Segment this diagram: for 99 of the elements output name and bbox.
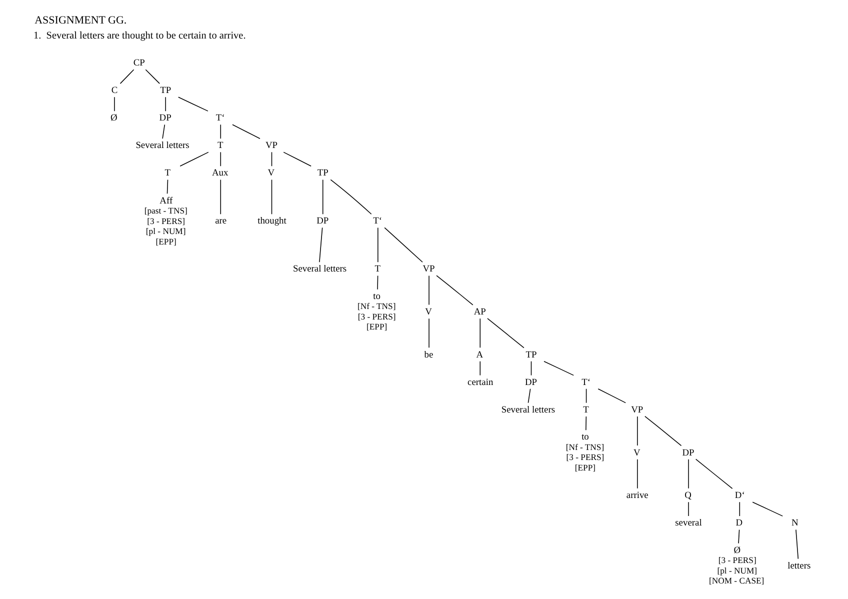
node-text: Ø bbox=[733, 546, 740, 556]
connector bbox=[644, 416, 682, 446]
node-text: Aff bbox=[159, 196, 172, 206]
connector bbox=[384, 227, 422, 263]
connector bbox=[232, 124, 260, 139]
node-text: A bbox=[476, 350, 483, 360]
node-label: [EPP] bbox=[574, 462, 596, 472]
node-text: VP bbox=[630, 405, 643, 416]
node-label: [3 - PERS] bbox=[357, 311, 396, 322]
node-text: D bbox=[735, 518, 742, 529]
node-text: certain bbox=[467, 378, 493, 388]
connector bbox=[318, 227, 322, 263]
node-text: arrive bbox=[626, 491, 648, 502]
node-text: Q bbox=[684, 491, 691, 502]
node-text: thought bbox=[257, 216, 286, 227]
node-label: [NOM - CASE] bbox=[708, 576, 764, 586]
node-text: C bbox=[110, 86, 118, 96]
connector bbox=[543, 360, 574, 376]
node-text: DP bbox=[158, 114, 171, 124]
node-text: TP bbox=[525, 350, 536, 360]
node-text: to bbox=[372, 292, 380, 302]
connector bbox=[220, 152, 221, 167]
node-text: DP bbox=[682, 448, 694, 458]
node-text: V bbox=[267, 168, 274, 179]
node-text: letters bbox=[787, 562, 810, 572]
connector bbox=[164, 96, 166, 112]
node-text: T bbox=[216, 141, 223, 152]
connector bbox=[479, 360, 480, 376]
node-text: several bbox=[674, 518, 702, 529]
connector bbox=[177, 96, 208, 112]
connector bbox=[795, 529, 798, 560]
connector bbox=[270, 152, 272, 167]
connector bbox=[144, 69, 160, 84]
connector bbox=[597, 388, 626, 404]
node-text: V bbox=[632, 448, 640, 458]
node-text: to bbox=[581, 432, 588, 443]
connector bbox=[330, 179, 372, 215]
connector bbox=[694, 458, 732, 489]
node-text: T‘ bbox=[372, 216, 382, 227]
node-text: DP bbox=[524, 378, 537, 388]
connector bbox=[376, 275, 378, 290]
node-text: Several letters bbox=[292, 264, 346, 275]
connector bbox=[377, 227, 378, 263]
node-text: be bbox=[424, 350, 433, 360]
node-text: Aux bbox=[211, 168, 228, 179]
connector bbox=[738, 502, 740, 516]
connector bbox=[162, 124, 165, 139]
node-text: D‘ bbox=[734, 491, 744, 502]
node-text: TP bbox=[316, 168, 328, 179]
node-text: AP bbox=[473, 308, 486, 318]
node-text: TP bbox=[160, 86, 171, 96]
node-text: T bbox=[374, 264, 380, 275]
node-label: [Nf - TNS] bbox=[565, 442, 604, 452]
label: 1. Several letters are thought to be certain to arrive. bbox=[33, 30, 246, 42]
node-label: [past - TNS] bbox=[144, 206, 187, 216]
connector bbox=[428, 318, 429, 348]
node-text: VP bbox=[422, 264, 434, 275]
node-text: Several letters bbox=[135, 141, 189, 152]
node-label: [pl - NUM] bbox=[145, 226, 186, 236]
node-label: [EPP] bbox=[366, 322, 387, 332]
node-label: [pl - NUM] bbox=[716, 565, 757, 576]
connector bbox=[282, 152, 311, 167]
connector bbox=[738, 529, 740, 544]
node-text: N bbox=[791, 518, 798, 529]
connector bbox=[585, 388, 586, 404]
node-label: [3 - PERS] bbox=[566, 452, 604, 462]
node-text: DP bbox=[316, 216, 328, 227]
connector bbox=[220, 124, 221, 139]
node-text: are bbox=[214, 216, 226, 227]
node-text: T bbox=[582, 405, 588, 416]
node-text: VP bbox=[264, 141, 277, 152]
node-text: V bbox=[424, 308, 432, 318]
node-label: [3 - PERS] bbox=[718, 555, 756, 566]
connector bbox=[166, 179, 168, 194]
connector bbox=[585, 416, 586, 430]
node-text: T‘ bbox=[215, 114, 224, 124]
diagram-title: ASSIGNMENT GG. bbox=[34, 14, 126, 26]
node-label: [3 - PERS] bbox=[146, 216, 185, 226]
connector bbox=[119, 69, 134, 84]
connector bbox=[220, 179, 221, 215]
node-text: CP bbox=[132, 58, 144, 69]
connector bbox=[479, 318, 480, 348]
connector bbox=[322, 179, 323, 215]
node-text: Several letters bbox=[500, 405, 555, 416]
node-label: [Nf - TNS] bbox=[356, 301, 396, 312]
node-label: [EPP] bbox=[155, 236, 176, 246]
connector bbox=[436, 275, 473, 306]
connector bbox=[179, 152, 208, 167]
node-text: T‘ bbox=[581, 378, 590, 388]
node-text: T bbox=[164, 168, 170, 179]
node-text: Ø bbox=[110, 114, 117, 124]
connector bbox=[270, 179, 272, 215]
connector bbox=[530, 360, 532, 376]
connector bbox=[636, 458, 638, 489]
connector bbox=[752, 502, 782, 516]
connector bbox=[527, 388, 530, 404]
connector bbox=[636, 416, 638, 446]
connector bbox=[428, 275, 429, 306]
connector bbox=[486, 318, 524, 348]
